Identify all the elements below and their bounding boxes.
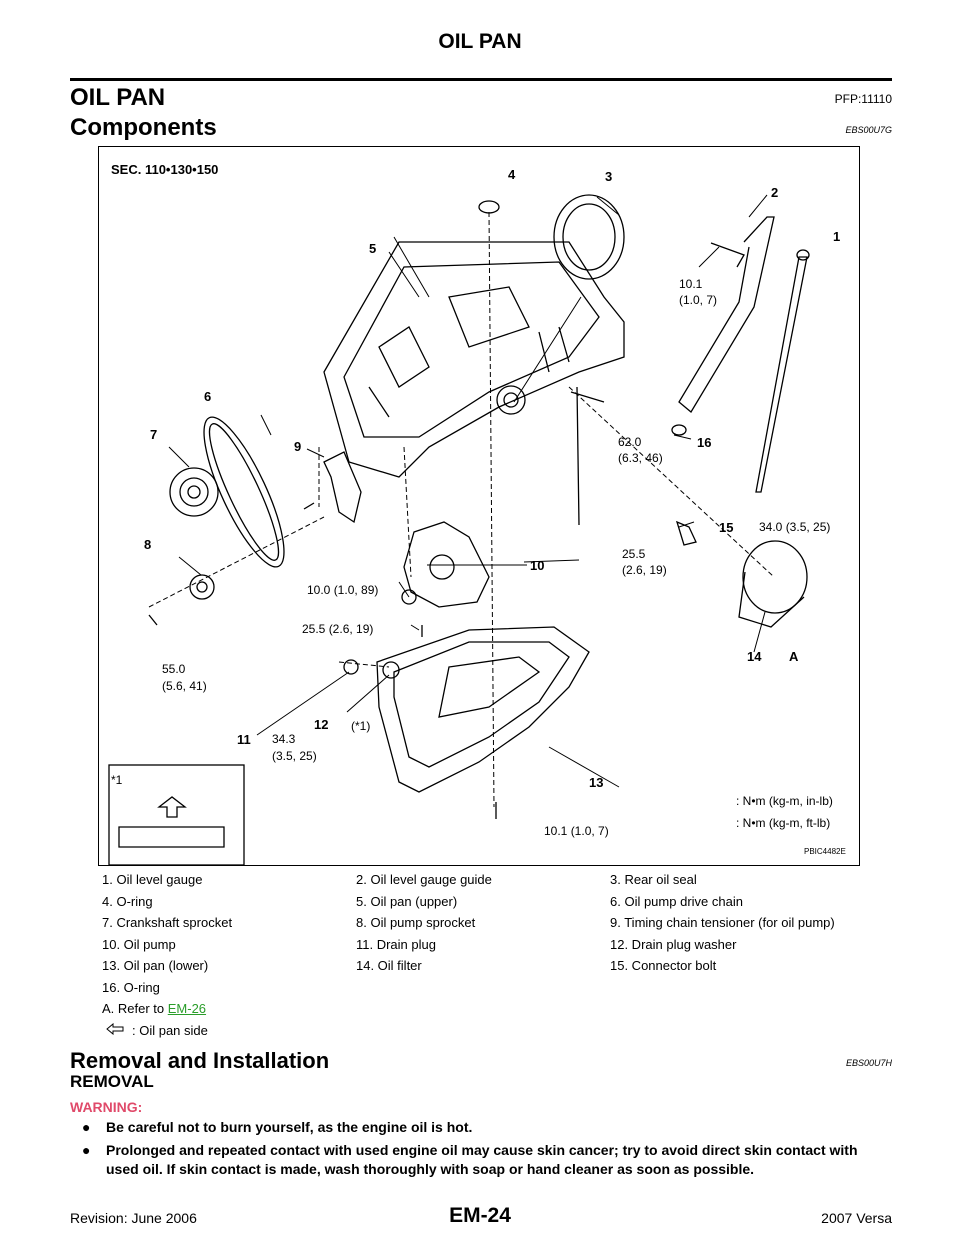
torque-label-8: 34.3 [272,732,296,746]
parts-row: 4. O-ring 5. Oil pan (upper) 6. Oil pump… [98,890,860,912]
part-item: 2. Oil level gauge guide [356,872,492,887]
part-item: 15. Connector bolt [610,958,717,973]
callout-14: 14 [747,649,762,664]
callout-7: 7 [150,427,158,442]
callout-12: 12 [314,717,329,732]
torque-label-1b: (1.0, 7) [679,293,718,307]
pfp-code: PFP:11110 [834,92,892,106]
removal-title: Removal and Installation [70,1048,330,1073]
part-item: 11. Drain plug [356,936,436,952]
parts-list: 1. Oil level gauge 2. Oil level gauge gu… [98,868,860,1040]
part-item: 4. O-ring [102,893,153,909]
parts-row-oil-pan-side: : Oil pan side [98,1019,860,1041]
part-item: 8. Oil pump sprocket [356,915,476,930]
oil-pan-side-label: : Oil pan side [132,1022,208,1038]
torque-label-5: 10.0 (1.0, 89) [307,583,379,597]
figure-ref: PBIC4482E [804,847,846,856]
part-item: 1. Oil level gauge [102,872,203,887]
parts-row: 10. Oil pump 11. Drain plug 12. Drain pl… [98,933,860,955]
parts-row: 1. Oil level gauge 2. Oil level gauge gu… [98,868,860,890]
part-item: 13. Oil pan (lower) [102,958,209,973]
legend-ftlb: : N•m (kg-m, ft-lb) [736,816,831,830]
refer-text: A. Refer to EM-26 [102,1001,206,1016]
torque-label-7: 55.0 [162,662,186,676]
callout-a: A [789,649,799,664]
part-item: 5. Oil pan (upper) [356,893,458,909]
part-item: 16. O-ring [102,979,160,995]
part-item: 9. Timing chain tensioner (for oil pump) [610,915,835,930]
parts-row: 13. Oil pan (lower) 14. Oil filter 15. C… [98,954,860,976]
section-code: SEC. 110•130•150 [111,162,219,177]
parts-row: 7. Crankshaft sprocket 8. Oil pump sproc… [98,911,860,933]
bullet-icon: ● [82,1119,91,1135]
torque-label-1: 10.1 [679,277,703,291]
parts-row-refer: A. Refer to EM-26 [98,997,860,1019]
callout-5: 5 [369,241,377,256]
removal-code: EBS00U7H [845,1058,892,1068]
part-item: 14. Oil filter [356,958,422,973]
callout-3: 3 [605,169,613,184]
callout-6: 6 [204,389,212,404]
section-title: OIL PAN [70,84,166,111]
refer-prefix: A. Refer to [102,1001,168,1016]
refer-link[interactable]: EM-26 [167,1001,207,1016]
torque-label-9: 10.1 (1.0, 7) [544,824,609,838]
warning-bullet-2: Prolonged and repeated contact with used… [106,1142,858,1177]
part-item: 3. Rear oil seal [610,872,697,887]
torque-label-6: 25.5 (2.6, 19) [302,622,374,636]
torque-label-2: 62.0 [618,435,642,449]
callout-1: 1 [833,229,841,244]
part-item: 12. Drain plug washer [610,936,737,952]
components-diagram: SEC. 110•130•150 *1 PBIC4482E 1 2 3 4 5 … [98,146,860,866]
footer-page-number: EM-24 [449,1204,511,1227]
callout-9: 9 [294,439,302,454]
warning-bullet-1: Be careful not to burn yourself, as the … [106,1119,473,1135]
components-title: Components [70,114,217,141]
warning-label: WARNING: [70,1099,143,1115]
star-note: *1 [111,773,123,787]
components-code: EBS00U7G [845,125,892,135]
torque-label-2b: (6.3, 46) [618,451,663,465]
star-ref-label: (*1) [351,719,371,733]
callout-13: 13 [589,775,604,790]
legend-inlb: : N•m (kg-m, in-lb) [736,794,833,808]
callout-2: 2 [771,185,779,200]
oil-pan-side-arrow-icon [106,1022,124,1038]
callout-4: 4 [508,167,516,182]
footer-revision: Revision: June 2006 [70,1210,197,1226]
header-rule [70,78,892,81]
removal-subtitle: REMOVAL [70,1072,154,1091]
bullet-icon: ● [82,1142,91,1158]
part-item: 6. Oil pump drive chain [610,893,743,909]
footer-model: 2007 Versa [821,1210,892,1226]
torque-label-8b: (3.5, 25) [272,749,317,763]
page-header-title: OIL PAN [438,30,522,53]
callout-10: 10 [530,558,545,573]
callout-16: 16 [697,435,712,450]
part-item: 7. Crankshaft sprocket [102,915,233,930]
callout-8: 8 [144,537,152,552]
part-item: 10. Oil pump [102,936,176,952]
callout-15: 15 [719,520,734,535]
parts-row: 16. O-ring [98,976,860,998]
torque-label-7b: (5.6, 41) [162,679,207,693]
torque-label-3: 34.0 (3.5, 25) [759,520,831,534]
callout-11: 11 [237,732,251,747]
exploded-view-drawing [108,194,810,865]
torque-label-4b: (2.6, 19) [622,563,667,577]
torque-label-4: 25.5 [622,547,646,561]
